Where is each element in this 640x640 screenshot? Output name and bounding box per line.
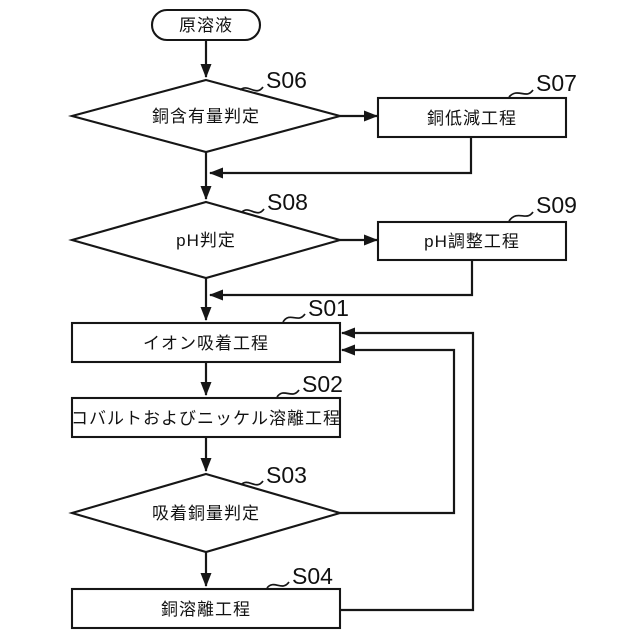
leader-s02 (276, 389, 300, 398)
step-label: S07 (536, 70, 577, 96)
edge-s03-loop-to-s01 (340, 344, 456, 515)
edge-s09-merge (209, 260, 474, 301)
leader-s01 (282, 313, 306, 323)
decision-diamond (67, 78, 345, 154)
node-s01: イオン吸着工程 S01 (70, 295, 349, 364)
node-label: pH調整工程 (424, 232, 520, 251)
step-label: S09 (536, 192, 577, 218)
decision-diamond (68, 472, 344, 554)
node-label: 銅溶離工程 (161, 600, 251, 619)
node-s02: コバルトおよびニッケル溶離工程 S02 (70, 371, 343, 439)
node-label: 銅含有量判定 (152, 107, 260, 126)
node-label: 銅低減工程 (427, 109, 517, 128)
node-s09: pH調整工程 S09 (376, 192, 577, 262)
process-box (70, 396, 342, 439)
process-box (376, 220, 568, 262)
node-s04: 銅溶離工程 S04 (70, 563, 342, 630)
step-label: S06 (266, 67, 307, 93)
edge-s07-merge (209, 137, 473, 179)
node-s03: 吸着銅量判定 S03 (68, 462, 344, 554)
step-label: S03 (266, 462, 307, 488)
step-label: S08 (267, 189, 308, 215)
node-label: pH判定 (176, 231, 236, 250)
process-box (70, 587, 342, 630)
node-label: 吸着銅量判定 (152, 504, 260, 523)
leader-s04 (266, 581, 290, 589)
edge-s04-loop-to-s01 (340, 327, 475, 612)
node-label: 原溶液 (179, 16, 233, 35)
process-box (376, 96, 568, 139)
leader-s08 (241, 208, 265, 214)
leader-s03 (240, 480, 264, 486)
leader-s09 (508, 211, 534, 222)
node-label: コバルトおよびニッケル溶離工程 (71, 409, 341, 428)
terminator-shape (150, 8, 262, 42)
step-label: S02 (302, 371, 343, 397)
decision-diamond (68, 200, 344, 280)
node-start: 原溶液 (150, 8, 262, 42)
process-box (70, 321, 342, 364)
node-s06: 銅含有量判定 S06 (67, 67, 345, 154)
node-s07: 銅低減工程 S07 (376, 70, 577, 139)
step-label: S01 (308, 295, 349, 321)
leader-s07 (508, 89, 534, 98)
node-label: イオン吸着工程 (143, 334, 269, 353)
step-label: S04 (292, 563, 333, 589)
leader-s06 (239, 86, 264, 92)
node-s08: pH判定 S08 (68, 189, 344, 280)
